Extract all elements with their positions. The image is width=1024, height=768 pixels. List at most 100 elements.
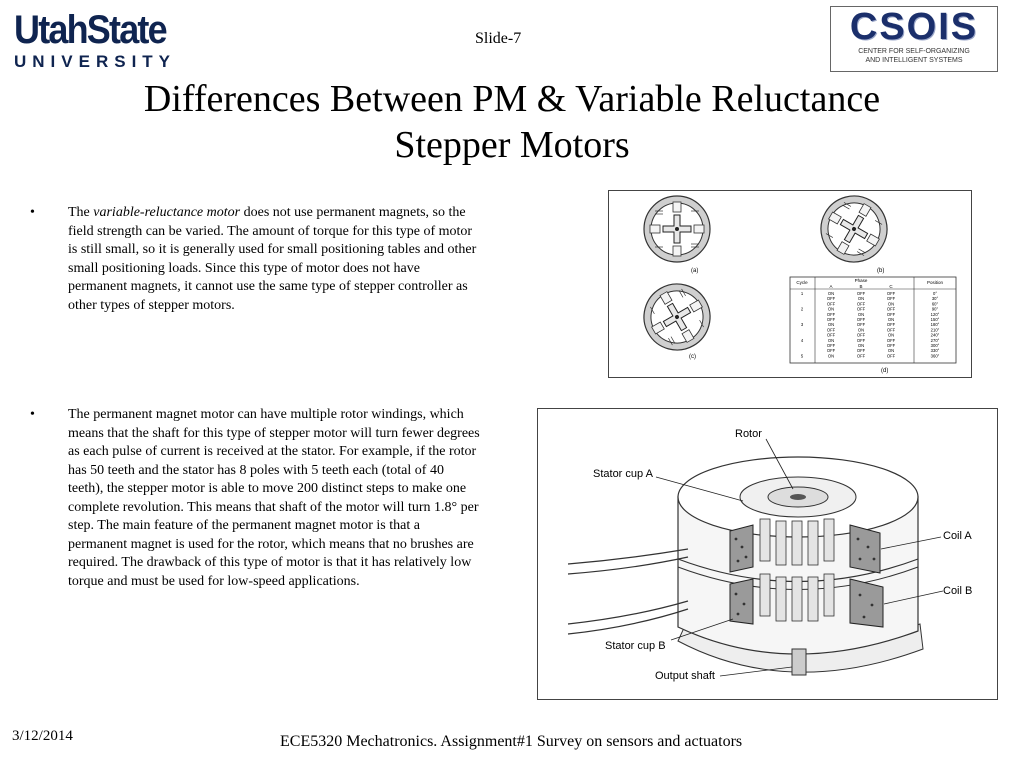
table-cell: OFF bbox=[887, 307, 896, 312]
table-cell: 150° bbox=[931, 317, 940, 322]
table-cell: OFF bbox=[887, 338, 896, 343]
table-cell: 30° bbox=[932, 296, 939, 301]
table-cell: ON bbox=[858, 312, 864, 317]
table-cell: OFF bbox=[827, 343, 836, 348]
label-rotor: Rotor bbox=[735, 428, 762, 440]
pm-stepper-cutaway-diagram: Rotor Stator cup A Coil A Coil B Stator … bbox=[567, 428, 972, 682]
table-cell: ON bbox=[858, 296, 864, 301]
table-cell: OFF bbox=[857, 322, 866, 327]
label-coil-b: Coil B bbox=[943, 585, 972, 597]
table-cell: ON bbox=[888, 348, 894, 353]
table-header-cell: Position bbox=[927, 280, 944, 285]
table-cell: 1 bbox=[801, 291, 804, 296]
csois-logo-wordmark: CSOIS bbox=[849, 6, 979, 48]
table-cell: 180° bbox=[931, 322, 940, 327]
table-group-header: Phase bbox=[855, 278, 868, 283]
table-header-cell: C bbox=[889, 284, 893, 289]
table-cell: 270° bbox=[931, 338, 940, 343]
bullet-text-pre: The bbox=[68, 205, 94, 220]
panel-label-d: (d) bbox=[881, 368, 888, 374]
bullet-text: The variable-reluctance motor does not u… bbox=[68, 204, 480, 315]
usu-logo-subtitle: UNIVERSITY bbox=[14, 52, 177, 71]
table-cell: 120° bbox=[931, 312, 940, 317]
panel-label-a: (a) bbox=[691, 268, 698, 274]
table-cell: OFF bbox=[827, 312, 836, 317]
bullet-permanent-magnet: • The permanent magnet motor can have mu… bbox=[30, 406, 480, 591]
table-cell: ON bbox=[888, 317, 894, 322]
table-cell: OFF bbox=[887, 327, 896, 332]
table-cell: OFF bbox=[857, 291, 866, 296]
table-cell: 0° bbox=[933, 291, 937, 296]
table-cell: 5 bbox=[801, 353, 804, 358]
table-cell: ON bbox=[828, 307, 834, 312]
table-cell: ON bbox=[858, 327, 864, 332]
table-cell: ON bbox=[888, 301, 894, 306]
table-cell: OFF bbox=[827, 301, 836, 306]
table-cell: 360° bbox=[931, 353, 940, 358]
slide-footer: ECE5320 Mechatronics. Assignment#1 Surve… bbox=[280, 733, 743, 750]
table-cell: 330° bbox=[931, 348, 940, 353]
bullet-marker: • bbox=[30, 407, 35, 422]
slide-number: Slide-7 bbox=[475, 30, 522, 47]
usu-logo: UtahState UNIVERSITY bbox=[14, 10, 200, 72]
table-cell: ON bbox=[858, 343, 864, 348]
table-cell: OFF bbox=[887, 322, 896, 327]
table-cell: OFF bbox=[887, 291, 896, 296]
csois-logo-line2: AND INTELLIGENT SYSTEMS bbox=[865, 57, 963, 64]
label-coil-a: Coil A bbox=[943, 530, 972, 542]
table-cell: ON bbox=[828, 322, 834, 327]
bullet-variable-reluctance: • The variable-reluctance motor does not… bbox=[30, 204, 480, 315]
table-cell: ON bbox=[828, 338, 834, 343]
label-stator-cup-b: Stator cup B bbox=[605, 640, 666, 652]
slide-title-line2: Stepper Motors bbox=[394, 124, 630, 166]
bullet-text-post: does not use permanent magnets, so the f… bbox=[68, 205, 477, 313]
table-cell: 300° bbox=[931, 343, 940, 348]
pm-stepper-figure: Rotor Stator cup A Coil A Coil B Stator … bbox=[537, 408, 998, 700]
table-cell: 240° bbox=[931, 333, 940, 338]
table-cell: OFF bbox=[887, 296, 896, 301]
table-cell: 2 bbox=[801, 307, 804, 312]
table-header-cell: A bbox=[829, 284, 832, 289]
label-output-shaft: Output shaft bbox=[655, 670, 715, 682]
label-stator-cup-a: Stator cup A bbox=[593, 468, 654, 480]
table-cell: 4 bbox=[801, 338, 804, 343]
table-cell: OFF bbox=[887, 353, 896, 358]
table-header-cell: B bbox=[859, 284, 862, 289]
bullet-text-emphasis: variable-reluctance motor bbox=[93, 205, 241, 220]
slide-title-line1: Differences Between PM & Variable Reluct… bbox=[143, 78, 881, 120]
table-cell: OFF bbox=[887, 343, 896, 348]
bullet-marker: • bbox=[30, 205, 35, 220]
panel-label-b: (b) bbox=[877, 268, 884, 274]
table-cell: OFF bbox=[857, 333, 866, 338]
panel-label-c: (c) bbox=[689, 354, 696, 360]
table-cell: OFF bbox=[827, 333, 836, 338]
table-cell: OFF bbox=[857, 348, 866, 353]
csois-logo-line1: CENTER FOR SELF-ORGANIZING bbox=[858, 48, 970, 55]
table-cell: OFF bbox=[827, 327, 836, 332]
table-cell: OFF bbox=[827, 296, 836, 301]
slide-title: Differences Between PM & Variable Reluct… bbox=[40, 76, 984, 168]
slide-date: 3/12/2014 bbox=[12, 728, 73, 744]
table-cell: OFF bbox=[857, 338, 866, 343]
table-cell: 3 bbox=[801, 322, 804, 327]
table-cell: ON bbox=[888, 333, 894, 338]
table-cell: 210° bbox=[931, 327, 940, 332]
table-cell: 60° bbox=[932, 301, 939, 306]
table-cell: OFF bbox=[857, 301, 866, 306]
table-cell: OFF bbox=[887, 312, 896, 317]
csois-logo: CSOIS CENTER FOR SELF-ORGANIZING AND INT… bbox=[830, 6, 998, 72]
table-header-cell: Cycle bbox=[796, 280, 808, 285]
table-cell: OFF bbox=[857, 353, 866, 358]
table-cell: ON bbox=[828, 291, 834, 296]
bullet-text: The permanent magnet motor can have mult… bbox=[68, 407, 480, 589]
usu-logo-wordmark: UtahState bbox=[14, 8, 168, 52]
table-cell: OFF bbox=[857, 307, 866, 312]
table-cell: 90° bbox=[932, 307, 939, 312]
table-cell: OFF bbox=[857, 317, 866, 322]
table-cell: OFF bbox=[827, 348, 836, 353]
table-cell: ON bbox=[828, 353, 834, 358]
table-cell: OFF bbox=[827, 317, 836, 322]
